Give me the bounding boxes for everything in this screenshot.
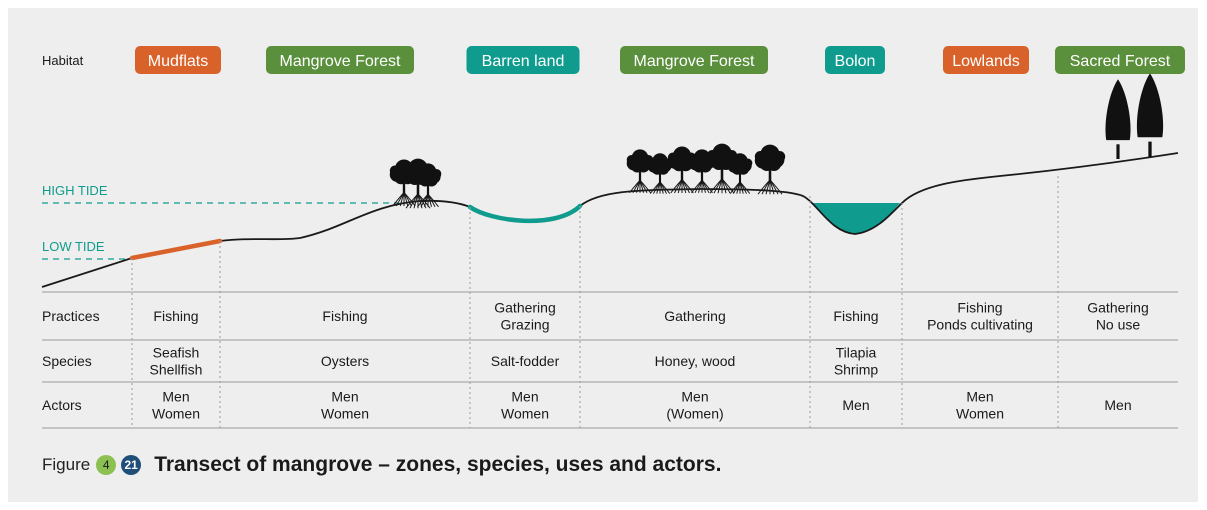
practices-cell: Fishing xyxy=(153,308,198,324)
terrain-profile xyxy=(41,152,1179,288)
habitat-badge: Bolon xyxy=(825,46,885,74)
species-cell: Honey, wood xyxy=(655,353,736,369)
habitat-badge-bg xyxy=(135,46,221,74)
habitat-label: Mangrove Forest xyxy=(280,53,401,70)
practices-cell: Gathering xyxy=(494,300,555,316)
mangrove-tree-icon xyxy=(414,163,442,208)
transect-diagram: HIGH TIDE LOW TIDE HabitatPracticesSpecies… xyxy=(41,46,1185,429)
tide-label-low: LOW TIDE xyxy=(42,239,105,254)
actors-cell: Women xyxy=(956,406,1004,422)
barren-land-surface xyxy=(467,203,583,224)
habitat-badge-bg xyxy=(620,46,768,74)
actors-cell: Men xyxy=(966,389,993,405)
habitat-badge-bg xyxy=(943,46,1029,74)
practices-cell: Gathering xyxy=(664,308,725,324)
actors-cell: Men xyxy=(511,389,538,405)
practices-cell: Fishing xyxy=(957,300,1002,316)
species-cell: Oysters xyxy=(321,353,369,369)
habitat-badge: Barren land xyxy=(466,46,580,74)
actors-cell: Men xyxy=(1104,397,1131,413)
mangrove-tree-icon xyxy=(647,153,673,194)
practices-cell: Fishing xyxy=(833,308,878,324)
mangrove-tree-icon xyxy=(727,153,753,194)
species-cell: Shrimp xyxy=(834,362,879,378)
mangrove-tree-icon xyxy=(754,144,786,195)
actors-cell: Men xyxy=(842,397,869,413)
species-cell: Shellfish xyxy=(150,362,203,378)
practices-cell: Ponds cultivating xyxy=(927,317,1033,333)
practices-cell: Fishing xyxy=(322,308,367,324)
habitat-label: Mudflats xyxy=(148,53,208,70)
mudflat-surface xyxy=(129,238,223,261)
sacred-tree-icon xyxy=(1136,73,1164,157)
mangrove-tree-icon xyxy=(667,146,697,194)
habitat-label: Lowlands xyxy=(952,53,1020,70)
caption-chapter-number: 4 xyxy=(96,455,117,475)
habitat-label: Sacred Forest xyxy=(1070,53,1171,70)
mangrove-tree-icon xyxy=(626,149,654,194)
habitat-badge-bg xyxy=(1055,46,1185,74)
figure-panel xyxy=(8,8,1198,502)
species-cell: Tilapia xyxy=(836,345,877,361)
habitat-badge: Sacred Forest xyxy=(1055,46,1185,74)
habitat-badge: Mudflats xyxy=(135,46,221,74)
row-label-actors: Actors xyxy=(42,397,82,413)
habitat-label: Barren land xyxy=(482,53,565,70)
bolon-water xyxy=(812,203,900,234)
row-label-species: Species xyxy=(42,353,92,369)
practices-cell: Grazing xyxy=(500,317,549,333)
actors-cell: Women xyxy=(501,406,549,422)
species-cell: Salt-fodder xyxy=(491,353,560,369)
species-cell: Seafish xyxy=(153,345,200,361)
tide-label-high: HIGH TIDE xyxy=(42,183,108,198)
practices-cell: No use xyxy=(1096,317,1141,333)
figure-caption: Figure 4 21 Transect of mangrove – zones… xyxy=(42,450,721,480)
actors-cell: Men xyxy=(331,389,358,405)
practices-cell: Gathering xyxy=(1087,300,1148,316)
habitat-badge: Lowlands xyxy=(943,46,1029,74)
habitat-label: Mangrove Forest xyxy=(634,53,755,70)
habitat-badge-bg xyxy=(825,46,885,74)
caption-figure-word: Figure xyxy=(42,455,91,474)
caption-figure-number: 21 xyxy=(121,455,142,475)
habitat-badge: Mangrove Forest xyxy=(620,46,768,74)
sacred-tree-icon xyxy=(1105,79,1131,159)
habitat-badge: Mangrove Forest xyxy=(266,46,414,74)
actors-cell: Men xyxy=(162,389,189,405)
caption-title: Transect of mangrove – zones, species, u… xyxy=(154,453,722,476)
actors-cell: Women xyxy=(321,406,369,422)
habitat-badge-bg xyxy=(266,46,414,74)
row-label-habitat: Habitat xyxy=(42,53,84,68)
actors-cell: (Women) xyxy=(666,406,723,422)
habitat-label: Bolon xyxy=(835,53,876,70)
row-label-practices: Practices xyxy=(42,308,100,324)
actors-cell: Men xyxy=(681,389,708,405)
habitat-badge-bg xyxy=(466,46,580,74)
actors-cell: Women xyxy=(152,406,200,422)
mangrove-tree-icon xyxy=(706,143,738,194)
